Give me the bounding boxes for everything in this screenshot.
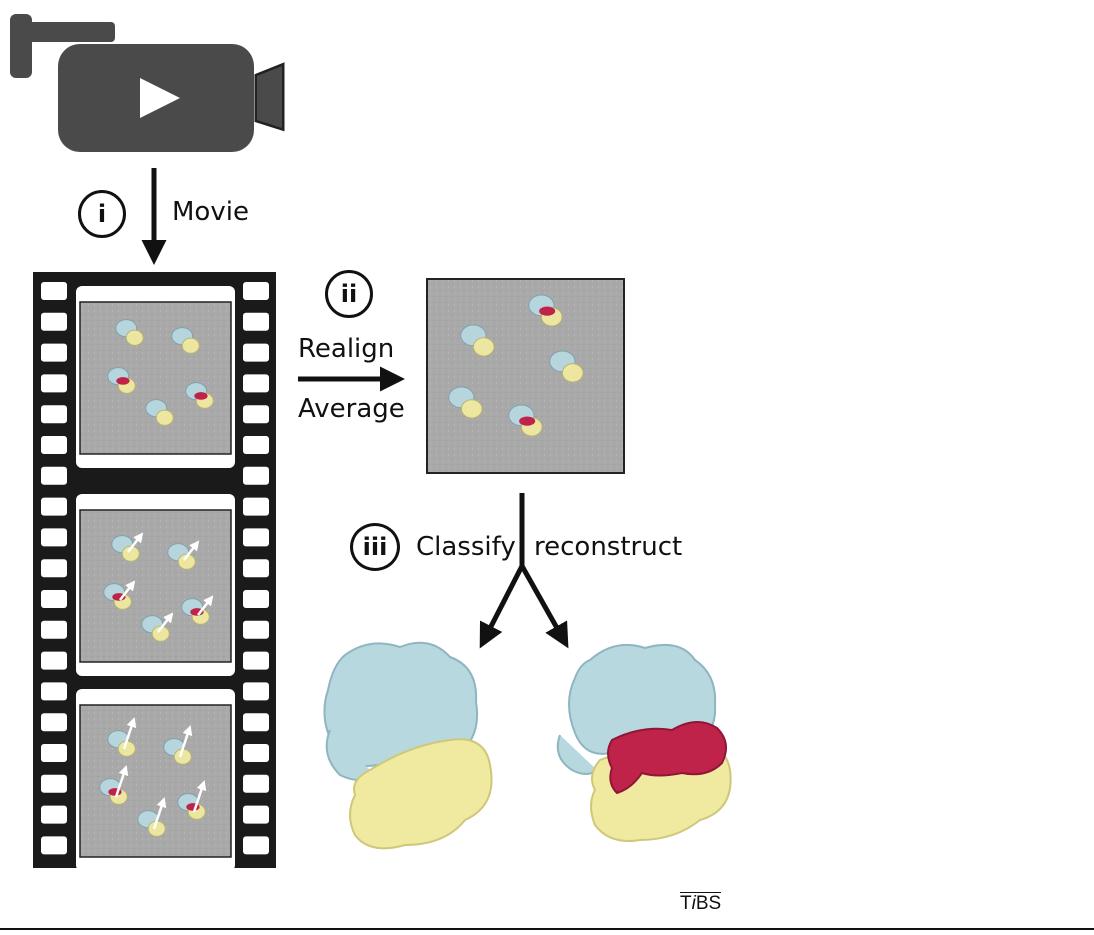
particle-red-factor [116,377,130,385]
motion-arrow [152,797,167,830]
particle-yellow-subunit [151,625,170,642]
motion-arrow [183,540,200,561]
sprocket-hole [41,590,67,608]
sprocket-hole [243,713,269,732]
movie-frame [79,301,232,455]
particle-red-factor [519,416,536,426]
particle-red-factor [539,306,556,316]
motion-arrow [127,532,144,553]
particle-yellow-subunit [181,337,200,354]
sprocket-hole [41,836,67,855]
realign-label: Realign [298,334,395,364]
sprocket-hole [41,805,67,824]
classify-label: Classify [416,532,516,562]
sprocket-hole [41,620,67,639]
sprocket-hole [41,343,67,362]
sprocket-hole [243,590,269,608]
film-strip-icon [33,272,276,871]
motion-arrow [157,612,174,633]
sprocket-hole [41,774,67,793]
sprocket-hole [243,466,269,485]
reconstruct-label: reconstruct [534,532,683,562]
particle-yellow-subunit [121,545,140,562]
particle-yellow-subunit [460,399,483,419]
step-badge-i: i [78,190,126,238]
classify-split-arrows [479,493,569,649]
sprocket-hole [41,713,67,732]
sprocket-hole [41,405,67,424]
sprocket-hole [41,312,67,331]
particle-red-factor [194,392,208,400]
video-camera-icon [10,14,285,152]
sprocket-hole [243,651,269,670]
reconstruction-with-factor [556,644,732,842]
sprocket-hole [243,559,269,578]
sprocket-hole [41,559,67,578]
sprocket-hole [41,436,67,454]
sprocket-hole [41,744,67,762]
particle-yellow-subunit [472,337,495,357]
motion-arrow [192,780,207,813]
sprocket-hole [243,497,269,516]
sprocket-hole [243,436,269,454]
sprocket-hole [243,374,269,393]
sprocket-hole [243,805,269,824]
sprocket-hole [41,528,67,547]
sprocket-hole [243,682,269,701]
motion-arrow [119,580,136,601]
bottom-rule [0,928,1094,930]
reconstruction-without-factor [323,641,493,850]
tibs-logo: TiBS [680,892,722,914]
particle-yellow-subunit [177,553,196,570]
motion-arrow [114,765,129,798]
particle-yellow-subunit [125,329,144,346]
sprocket-hole [243,528,269,547]
sprocket-hole [41,497,67,516]
particle-yellow-subunit [155,409,174,426]
average-label: Average [298,394,405,424]
sprocket-hole [243,282,269,300]
sprocket-hole [243,774,269,793]
sprocket-hole [41,466,67,485]
step-badge-ii: ii [325,270,373,318]
sprocket-hole [243,312,269,331]
motion-arrow [197,595,214,616]
sprocket-hole [41,374,67,393]
sprocket-hole [243,343,269,362]
sprocket-hole [41,282,67,300]
sprocket-hole [41,682,67,701]
sprocket-hole [243,620,269,639]
sprocket-hole [243,405,269,424]
movie-label: Movie [172,197,249,227]
step-badge-iii: iii [350,523,400,571]
averaged-micrograph [426,278,625,474]
sprocket-hole [243,744,269,762]
sprocket-hole [243,836,269,855]
motion-arrow [122,717,137,750]
motion-arrow [178,725,193,758]
particle-yellow-subunit [561,363,584,383]
sprocket-hole [41,651,67,670]
